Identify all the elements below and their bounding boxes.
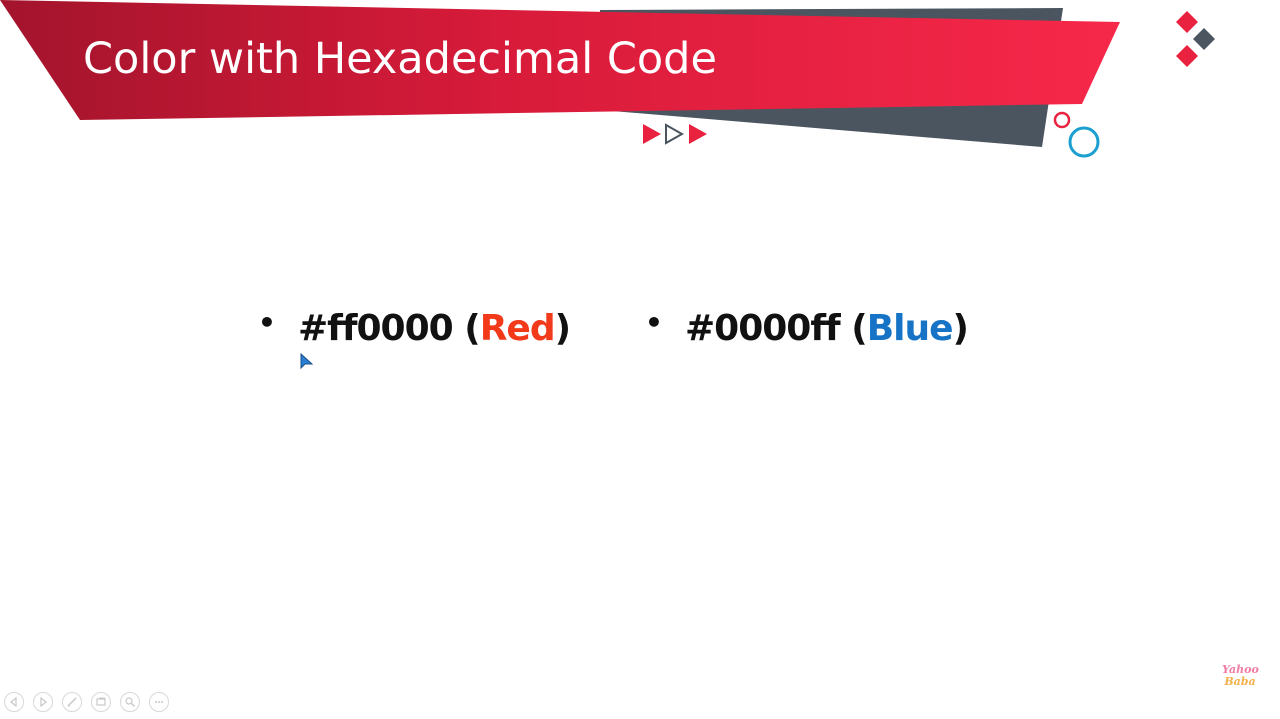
- more-icon[interactable]: [149, 692, 169, 712]
- logo-line-1: Yahoo: [1222, 663, 1259, 676]
- bullet-dot: •: [645, 306, 663, 339]
- close-paren: ): [952, 308, 969, 349]
- yahoo-baba-logo: Yahoo Baba: [1222, 663, 1259, 688]
- bullet-dot: •: [258, 306, 276, 339]
- small-red-circle: [1053, 111, 1071, 129]
- play-arrows-icon: [643, 123, 707, 145]
- color-name-red: Red: [479, 308, 556, 349]
- blue-circle: [1068, 126, 1100, 158]
- bullet-text: #ff0000 (Red): [298, 308, 571, 349]
- bullet-item-red: • #ff0000 (Red): [258, 306, 571, 349]
- mouse-cursor-icon: [300, 353, 314, 370]
- slideshow-controls: [4, 692, 169, 714]
- title-banner: [0, 0, 1120, 120]
- hex-code: #0000ff: [685, 308, 841, 349]
- slide-title: Color with Hexadecimal Code: [83, 34, 717, 84]
- hex-code: #ff0000: [298, 308, 454, 349]
- zoom-icon[interactable]: [120, 692, 140, 712]
- bullet-item-blue: • #0000ff (Blue): [645, 306, 969, 349]
- bullet-text: #0000ff (Blue): [685, 308, 969, 349]
- open-paren: (: [839, 308, 867, 349]
- next-icon[interactable]: [33, 692, 53, 712]
- color-name-blue: Blue: [866, 308, 954, 349]
- bullet-list: • #ff0000 (Red) • #0000ff (Blue): [0, 300, 1280, 370]
- pen-icon[interactable]: [62, 692, 82, 712]
- slides-icon[interactable]: [91, 692, 111, 712]
- logo-line-2: Baba: [1224, 675, 1256, 688]
- close-paren: ): [554, 308, 571, 349]
- previous-icon[interactable]: [4, 692, 24, 712]
- diamonds-icon: [1176, 11, 1215, 67]
- open-paren: (: [452, 308, 480, 349]
